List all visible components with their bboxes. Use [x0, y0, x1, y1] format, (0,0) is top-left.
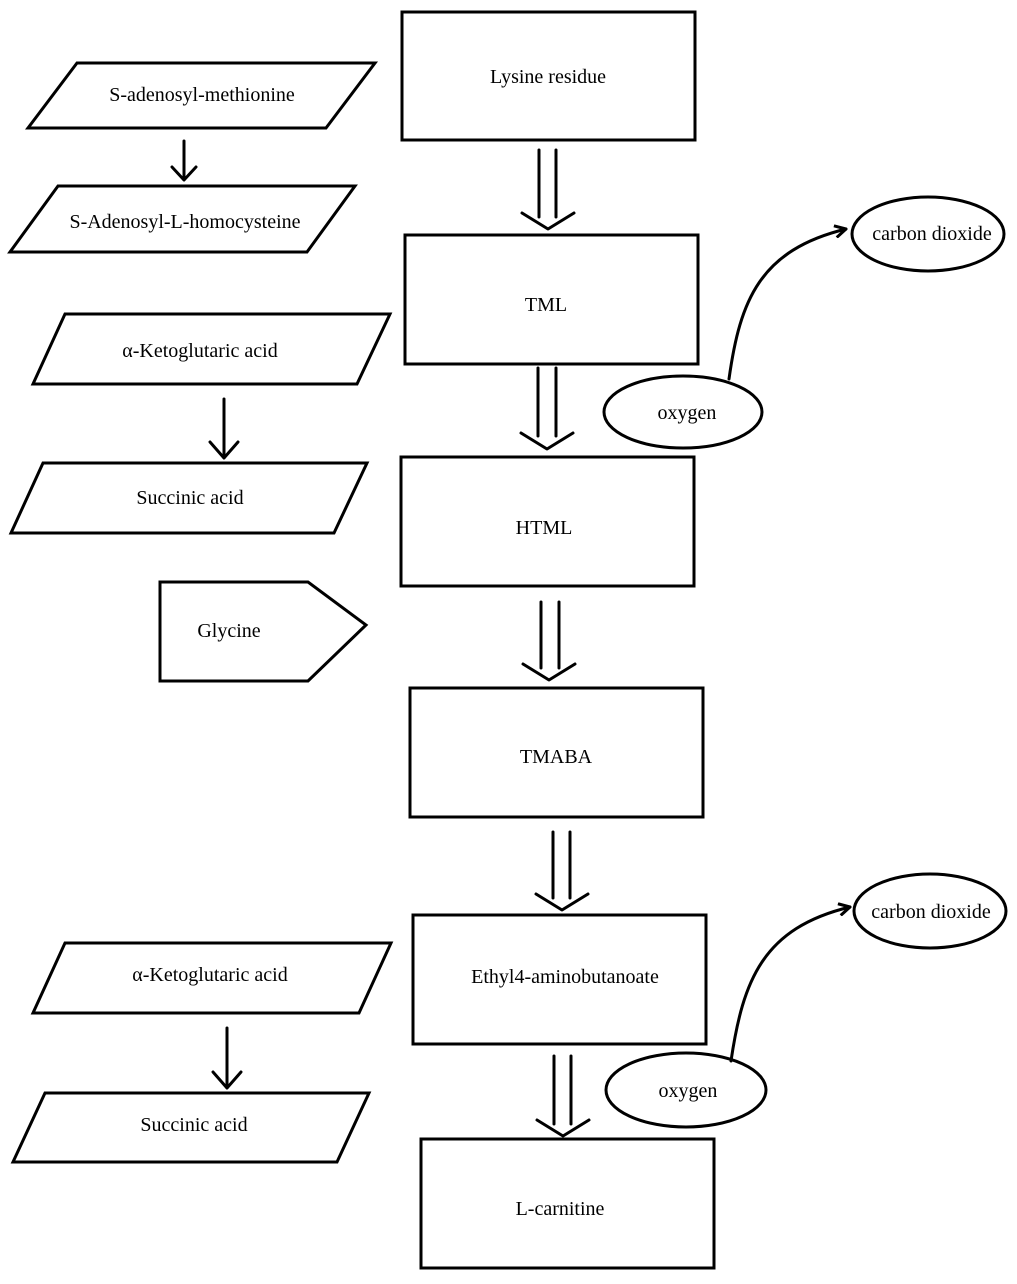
- s-adenosyl-homocysteine-label: S-Adenosyl-L-homocysteine: [69, 211, 300, 233]
- double-arrow-html-to-tmaba: [521, 600, 577, 682]
- alpha-ketoglutaric-acid-shape-1: α-Ketoglutaric acid: [30, 312, 393, 386]
- l-carnitine-label: L-carnitine: [516, 1198, 605, 1220]
- double-arrow-tml-to-html: [519, 366, 575, 451]
- oxygen-label-2: oxygen: [659, 1080, 718, 1102]
- double-arrow-ethyl-to-l-carnitine: [535, 1054, 591, 1138]
- html-box: HTML: [399, 455, 696, 588]
- s-adenosyl-homocysteine-shape: S-Adenosyl-L-homocysteine: [7, 184, 358, 254]
- oxygen-ellipse-2: oxygen: [604, 1051, 768, 1129]
- glycine-label: Glycine: [197, 620, 260, 642]
- ethyl-aminobutanoate-label: Ethyl4-aminobutanoate: [471, 966, 659, 988]
- curved-arrow-oxygen-to-co2-1: [727, 229, 848, 381]
- carbon-dioxide-label-1: carbon dioxide: [872, 223, 992, 245]
- alpha-ketoglutaric-acid-label-1: α-Ketoglutaric acid: [122, 340, 277, 362]
- l-carnitine-box: L-carnitine: [419, 1137, 716, 1270]
- ethyl-aminobutanoate-box: Ethyl4-aminobutanoate: [411, 913, 708, 1046]
- double-arrow-lysine-to-tml: [520, 148, 576, 231]
- double-arrow-tmaba-to-ethyl: [534, 830, 590, 912]
- s-adenosyl-methionine-label: S-adenosyl-methionine: [109, 84, 295, 106]
- down-arrow-akg-to-succinic-1: [208, 397, 240, 460]
- alpha-ketoglutaric-acid-shape-2: α-Ketoglutaric acid: [30, 941, 394, 1015]
- succinic-acid-label-1: Succinic acid: [136, 487, 243, 509]
- carbon-dioxide-ellipse-1: carbon dioxide: [850, 195, 1006, 273]
- html-label: HTML: [516, 517, 573, 539]
- glycine-pentagon: Glycine: [158, 580, 369, 683]
- tml-label: TML: [525, 294, 567, 316]
- lysine-residue-label: Lysine residue: [490, 66, 606, 88]
- down-arrow-sam-to-sah: [170, 139, 198, 182]
- tml-box: TML: [403, 233, 700, 366]
- carbon-dioxide-ellipse-2: carbon dioxide: [852, 872, 1008, 950]
- curved-arrow-oxygen-to-co2-2: [729, 907, 852, 1063]
- oxygen-label-1: oxygen: [658, 402, 717, 424]
- succinic-acid-label-2: Succinic acid: [140, 1114, 247, 1136]
- lysine-residue-box: Lysine residue: [400, 10, 697, 142]
- tmaba-label: TMABA: [520, 746, 593, 768]
- oxygen-ellipse-1: oxygen: [602, 374, 764, 450]
- tmaba-box: TMABA: [408, 686, 705, 819]
- succinic-acid-shape-1: Succinic acid: [8, 461, 370, 535]
- down-arrow-akg-to-succinic-2: [211, 1026, 243, 1090]
- carbon-dioxide-label-2: carbon dioxide: [871, 901, 991, 923]
- s-adenosyl-methionine-shape: S-adenosyl-methionine: [24, 61, 379, 130]
- succinic-acid-shape-2: Succinic acid: [10, 1091, 372, 1164]
- alpha-ketoglutaric-acid-label-2: α-Ketoglutaric acid: [132, 964, 287, 986]
